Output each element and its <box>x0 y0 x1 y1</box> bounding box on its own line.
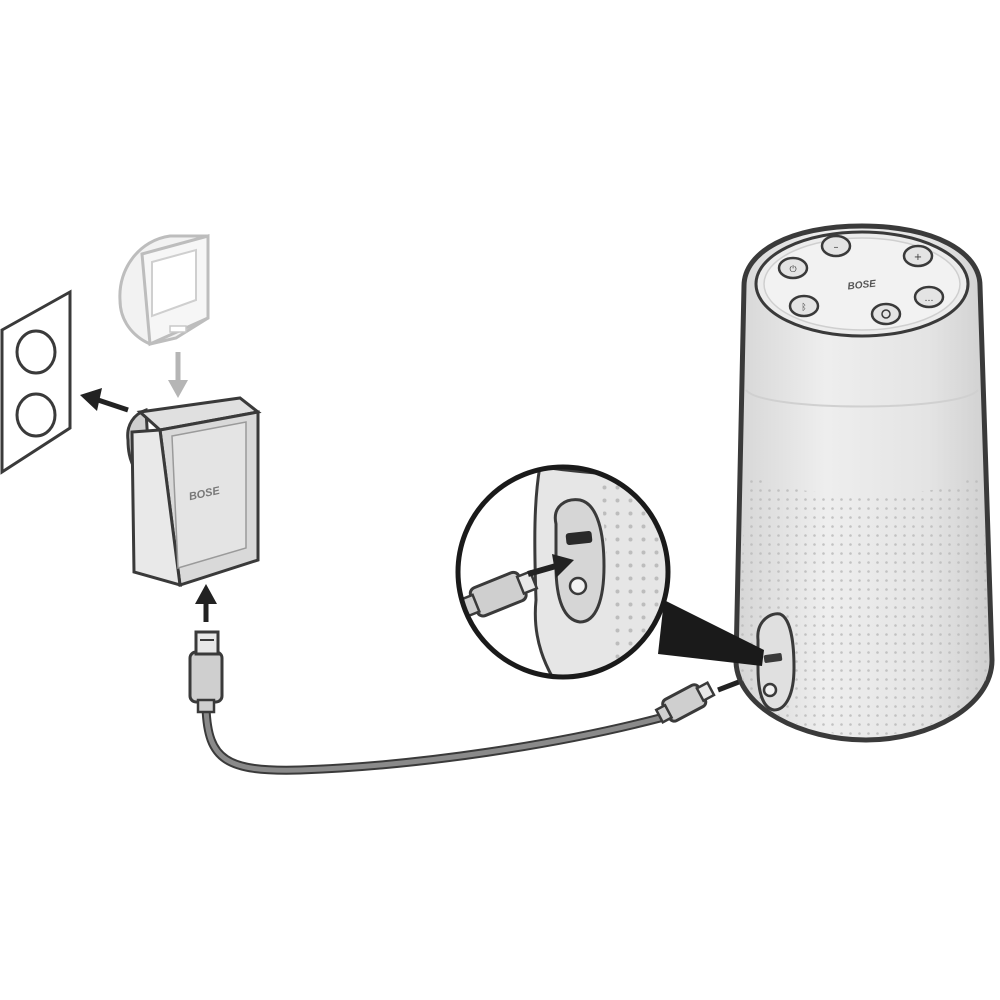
speaker: – + … ⏻ ᛒ BOSE <box>733 223 995 743</box>
usb-cable <box>188 630 716 775</box>
inset-usb-plug <box>458 569 539 620</box>
bluetooth-button-icon <box>788 294 820 318</box>
svg-text:ᛒ: ᛒ <box>801 302 806 313</box>
usb-cable-small-end <box>654 680 716 724</box>
power-adapter: BOSE <box>126 396 262 588</box>
usb-cable-large-end <box>188 630 224 714</box>
svg-text:–: – <box>834 242 839 253</box>
svg-text:+: + <box>914 252 922 263</box>
power-button-icon <box>777 256 809 280</box>
wall-outlet <box>0 289 72 475</box>
zoom-callout-beam <box>658 600 764 666</box>
speaker-usb-port <box>756 612 796 712</box>
svg-text:…: … <box>925 294 934 304</box>
arrow-up-to-adapter <box>195 584 217 622</box>
zoom-inset <box>455 464 671 680</box>
inset-arrow-right <box>527 554 574 578</box>
arrow-left-to-outlet <box>80 388 129 413</box>
aux-jack-icon <box>762 682 778 698</box>
arrow-down-to-adapter <box>168 352 188 398</box>
multi-function-button-icon <box>913 285 945 309</box>
outlet-socket-top <box>15 329 57 375</box>
speaker-logo: BOSE <box>847 279 877 293</box>
svg-text:⏻: ⏻ <box>789 264 796 275</box>
aux-button-icon <box>870 302 902 326</box>
volume-down-button-icon <box>820 234 852 258</box>
plug-adapter <box>118 234 210 347</box>
volume-up-button-icon <box>902 244 934 268</box>
outlet-socket-bottom <box>15 392 57 438</box>
